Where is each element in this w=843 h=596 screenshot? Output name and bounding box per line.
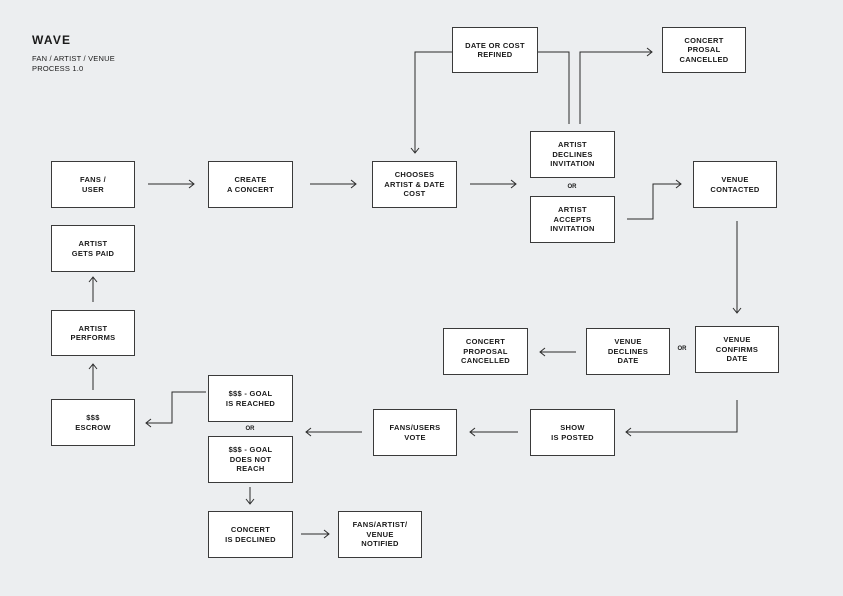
node-label: $$$ ESCROW — [75, 413, 111, 432]
node-goal-reached: $$$ - GOAL IS REACHED — [208, 375, 293, 422]
node-label: ARTIST ACCEPTS INVITATION — [550, 205, 595, 234]
node-label: VENUE CONFIRMS DATE — [715, 335, 759, 364]
edge-reached-to-escrow — [145, 391, 206, 428]
edge-declines-to-proposal-cancelled — [539, 347, 576, 357]
node-concert-declined: CONCERT IS DECLINED — [208, 511, 293, 558]
node-artist-gets-paid: ARTIST GETS PAID — [51, 225, 135, 272]
node-label: DATE OR COST REFINED — [465, 40, 525, 60]
node-label: FANS / USER — [80, 175, 106, 194]
node-label: CONCERT IS DECLINED — [225, 525, 276, 544]
node-label: CONCERT PROSAL CANCELLED — [679, 35, 729, 64]
node-label: $$$ - GOAL IS REACHED — [225, 389, 276, 408]
node-date-refined: DATE OR COST REFINED — [452, 27, 538, 73]
edge-contacted-to-confirms — [732, 221, 742, 314]
node-label: SHOW IS POSTED — [551, 423, 594, 442]
node-chooses-artist: CHOOSES ARTIST & DATE COST — [372, 161, 457, 208]
edge-performs-to-paid — [88, 276, 98, 302]
edge-fans-to-create — [148, 179, 195, 189]
node-escrow: $$$ ESCROW — [51, 399, 135, 446]
node-venue-confirms: VENUE CONFIRMS DATE — [695, 326, 779, 373]
node-venue-contacted: VENUE CONTACTED — [693, 161, 777, 208]
node-label: VENUE CONTACTED — [710, 175, 760, 194]
node-goal-not-reach: $$$ - GOAL DOES NOT REACH — [208, 436, 293, 483]
node-fans-user: FANS / USER — [51, 161, 135, 208]
diagram-title: WAVE — [32, 33, 72, 47]
or-label-artist: OR — [567, 184, 577, 190]
edge-declined-to-notified — [301, 529, 330, 539]
node-artist-performs: ARTIST PERFORMS — [51, 310, 135, 356]
edge-declines-to-cancelled — [579, 47, 653, 124]
edge-notreach-to-declined — [245, 487, 255, 505]
node-label: VENUE DECLINES DATE — [607, 337, 649, 366]
node-fans-users-vote: FANS/USERS VOTE — [373, 409, 457, 456]
or-label-goal: OR — [245, 426, 255, 432]
edge-accepts-to-venue — [627, 179, 682, 220]
diagram-subtitle: FAN / ARTIST / VENUE PROCESS 1.0 — [32, 54, 115, 74]
node-label: CHOOSES ARTIST & DATE COST — [384, 170, 445, 199]
edge-refined-to-chooses — [410, 51, 452, 154]
node-concert-proposal-cancelled: CONCERT PROPOSAL CANCELLED — [443, 328, 528, 375]
edge-confirms-to-show — [625, 400, 738, 437]
node-show-posted: SHOW IS POSTED — [530, 409, 615, 456]
node-label: CREATE A CONCERT — [226, 175, 274, 194]
edge-declines-to-refined — [538, 51, 570, 124]
node-label: $$$ - GOAL DOES NOT REACH — [228, 445, 273, 474]
or-label-venue: OR — [677, 346, 687, 352]
node-artist-declines: ARTIST DECLINES INVITATION — [530, 131, 615, 178]
node-label: FANS/ARTIST/ VENUE NOTIFIED — [352, 520, 408, 549]
node-fans-artist-venue-notified: FANS/ARTIST/ VENUE NOTIFIED — [338, 511, 422, 558]
edge-chooses-to-artist — [470, 179, 517, 189]
node-concert-prosal-cancelled: CONCERT PROSAL CANCELLED — [662, 27, 746, 73]
node-label: ARTIST PERFORMS — [70, 323, 116, 343]
node-label: ARTIST DECLINES INVITATION — [550, 140, 595, 169]
edge-vote-to-goal — [305, 427, 362, 437]
node-artist-accepts: ARTIST ACCEPTS INVITATION — [530, 196, 615, 243]
edge-escrow-to-performs — [88, 363, 98, 390]
node-label: FANS/USERS VOTE — [389, 423, 441, 442]
node-venue-declines: VENUE DECLINES DATE — [586, 328, 670, 375]
subtitle-line-1: FAN / ARTIST / VENUE — [32, 54, 115, 63]
edge-create-to-chooses — [310, 179, 357, 189]
subtitle-line-2: PROCESS 1.0 — [32, 64, 84, 73]
edge-show-to-vote — [469, 427, 518, 437]
node-label: CONCERT PROPOSAL CANCELLED — [461, 337, 510, 366]
node-create-concert: CREATE A CONCERT — [208, 161, 293, 208]
node-label: ARTIST GETS PAID — [71, 239, 115, 258]
